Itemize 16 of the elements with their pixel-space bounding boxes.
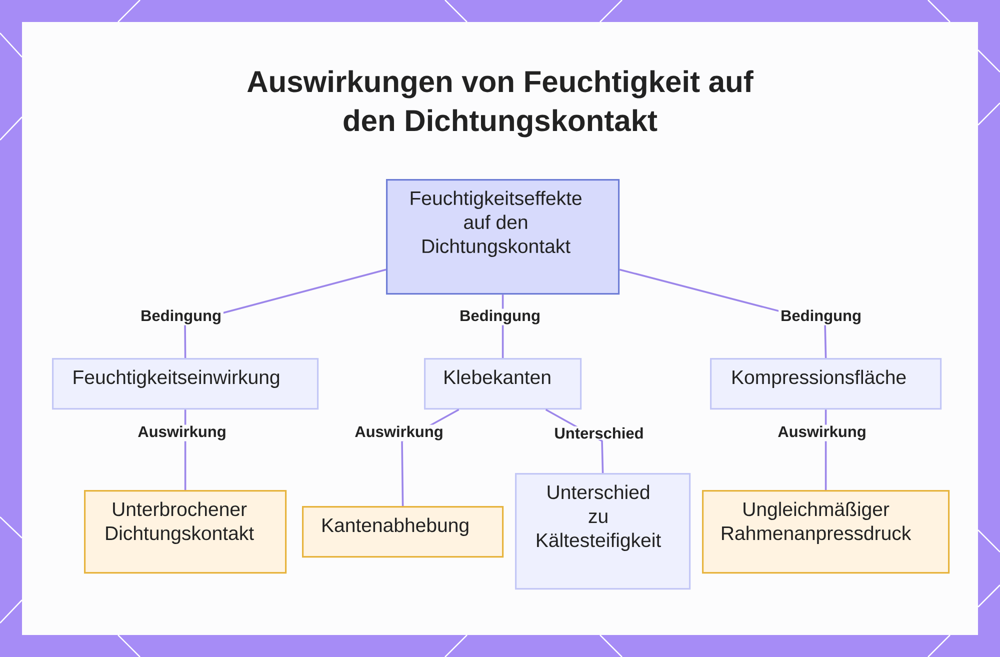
concept-box: Unterbrochener Dichtungskontakt — [84, 490, 287, 574]
concept-box: Unterschied zu Kältesteifigkeit — [515, 473, 691, 590]
edge-label: Unterschied — [552, 426, 646, 440]
concept-box: Kantenabhebung — [302, 506, 504, 558]
edge-label: Bedingung — [778, 308, 864, 326]
concept-box: Feuchtigkeitseffekte auf den Dichtungskontakt — [386, 179, 620, 295]
edge-label: Auswirkung — [776, 424, 868, 442]
title: Auswirkungen von Feuchtigkeit auf den Dichtungskontakt — [247, 70, 754, 138]
concept-box: Ungleichmäßiger Rahmenanpressdruck — [702, 490, 950, 574]
edge-label: Auswirkung — [136, 424, 228, 442]
edge-label: Bedingung — [138, 308, 224, 326]
concept-box: Kompressionsfläche — [710, 358, 942, 410]
edge-label: Bedingung — [458, 308, 542, 326]
edge-label: Auswirkung — [352, 424, 446, 442]
concept-box: Feuchtigkeitseinwirkung — [52, 358, 319, 410]
concept-box: Klebekanten — [424, 358, 582, 410]
